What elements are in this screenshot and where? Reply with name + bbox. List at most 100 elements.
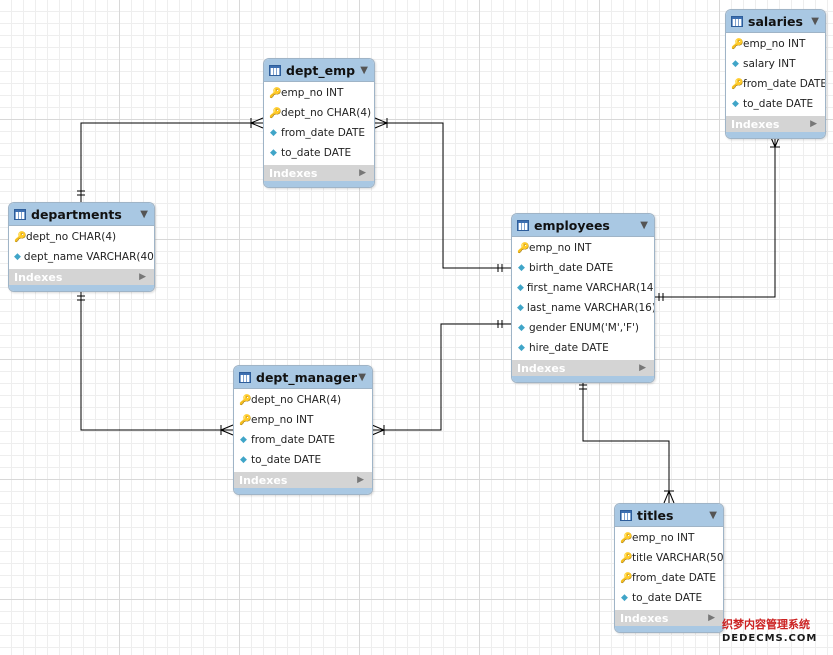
column-row[interactable]: ◆to_date DATE bbox=[726, 94, 825, 114]
key-icon: 🔑 bbox=[517, 242, 530, 254]
table-salaries[interactable]: salaries ▼ 🔑emp_no INT ◆salary INT 🔑from… bbox=[725, 9, 826, 139]
table-footer bbox=[9, 285, 154, 291]
indexes-label: Indexes bbox=[517, 361, 566, 375]
diamond-icon: ◆ bbox=[732, 59, 739, 69]
column-row[interactable]: ◆to_date DATE bbox=[615, 588, 723, 608]
column-row[interactable]: 🔑dept_no CHAR(4) bbox=[234, 390, 372, 410]
table-name: employees bbox=[534, 217, 610, 233]
column-label: from_date DATE bbox=[281, 127, 366, 139]
expand-arrow-icon[interactable]: ▶ bbox=[810, 119, 817, 129]
table-icon bbox=[731, 15, 743, 27]
diamond-icon: ◆ bbox=[270, 148, 277, 158]
column-label: birth_date DATE bbox=[529, 262, 614, 274]
column-row[interactable]: ◆first_name VARCHAR(14) bbox=[512, 278, 654, 298]
column-row[interactable]: 🔑emp_no INT bbox=[234, 410, 372, 430]
table-header[interactable]: salaries ▼ bbox=[726, 10, 825, 33]
column-label: emp_no INT bbox=[281, 87, 344, 99]
indexes-bar[interactable]: Indexes▶ bbox=[615, 610, 723, 626]
table-dept-manager[interactable]: dept_manager ▼ 🔑dept_no CHAR(4) 🔑emp_no … bbox=[233, 365, 373, 495]
expand-arrow-icon[interactable]: ▶ bbox=[359, 168, 366, 178]
table-titles[interactable]: titles ▼ 🔑emp_no INT 🔑title VARCHAR(50) … bbox=[614, 503, 724, 633]
key-icon: 🔑 bbox=[620, 552, 633, 564]
column-row[interactable]: 🔑from_date DATE bbox=[726, 74, 825, 94]
key-icon: 🔑 bbox=[620, 572, 633, 584]
column-row[interactable]: 🔑title VARCHAR(50) bbox=[615, 548, 723, 568]
collapse-arrow-icon[interactable]: ▼ bbox=[358, 371, 366, 383]
expand-arrow-icon[interactable]: ▶ bbox=[357, 475, 364, 485]
column-row[interactable]: 🔑dept_no CHAR(4) bbox=[9, 227, 154, 247]
column-row[interactable]: ◆last_name VARCHAR(16) bbox=[512, 298, 654, 318]
key-icon: 🔑 bbox=[731, 38, 744, 50]
table-icon bbox=[239, 371, 251, 383]
table-icon bbox=[620, 509, 632, 521]
rel-employees-dept-manager bbox=[372, 323, 511, 431]
watermark-line1: 织梦内容管理系统 bbox=[722, 618, 810, 631]
table-header[interactable]: dept_manager ▼ bbox=[234, 366, 372, 389]
table-header[interactable]: departments ▼ bbox=[9, 203, 154, 226]
collapse-arrow-icon[interactable]: ▼ bbox=[360, 64, 368, 76]
column-label: to_date DATE bbox=[251, 454, 322, 466]
column-row[interactable]: ◆from_date DATE bbox=[234, 430, 372, 450]
indexes-bar[interactable]: Indexes ▶ bbox=[512, 360, 654, 376]
column-label: title VARCHAR(50) bbox=[632, 552, 724, 564]
table-icon bbox=[269, 64, 281, 76]
column-label: dept_no CHAR(4) bbox=[281, 107, 372, 119]
column-row[interactable]: ◆ salary INT bbox=[726, 54, 825, 74]
watermark-line2: DEDECMS.COM bbox=[722, 633, 818, 644]
rel-departments-dept-manager bbox=[80, 291, 233, 431]
rel-departments-dept-emp bbox=[80, 122, 263, 203]
table-footer bbox=[234, 488, 372, 494]
column-row[interactable]: ◆hire_date DATE bbox=[512, 338, 654, 358]
column-row[interactable]: ◆ birth_date DATE bbox=[512, 258, 654, 278]
column-row[interactable]: 🔑emp_no INT bbox=[726, 34, 825, 54]
diamond-icon: ◆ bbox=[270, 128, 277, 138]
column-row[interactable]: ◆ from_date DATE bbox=[264, 123, 374, 143]
table-footer bbox=[615, 626, 723, 632]
column-row[interactable]: ◆to_date DATE bbox=[234, 450, 372, 470]
collapse-arrow-icon[interactable]: ▼ bbox=[640, 219, 648, 231]
expand-arrow-icon[interactable]: ▶ bbox=[139, 272, 146, 282]
key-icon: 🔑 bbox=[620, 532, 633, 544]
column-row[interactable]: 🔑emp_no INT bbox=[615, 528, 723, 548]
column-label: first_name VARCHAR(14) bbox=[526, 282, 655, 294]
diamond-icon: ◆ bbox=[518, 263, 525, 273]
column-row[interactable]: ◆dept_name VARCHAR(40) bbox=[9, 247, 154, 267]
column-row[interactable]: ◆gender ENUM('M','F') bbox=[512, 318, 654, 338]
column-label: to_date DATE bbox=[281, 147, 352, 159]
collapse-arrow-icon[interactable]: ▼ bbox=[811, 15, 819, 27]
column-label: to_date DATE bbox=[743, 98, 814, 110]
table-name: titles bbox=[637, 507, 674, 523]
column-row[interactable]: 🔑dept_no CHAR(4) bbox=[264, 103, 374, 123]
column-row[interactable]: 🔑from_date DATE bbox=[615, 568, 723, 588]
indexes-bar[interactable]: Indexes▶ bbox=[264, 165, 374, 181]
table-employees[interactable]: employees ▼ 🔑emp_no INT ◆ birth_date DATE… bbox=[511, 213, 655, 383]
column-row[interactable]: 🔑emp_no INT bbox=[512, 238, 654, 258]
column-row[interactable]: 🔑emp_no INT bbox=[264, 83, 374, 103]
diamond-icon: ◆ bbox=[517, 283, 524, 293]
key-icon: 🔑 bbox=[269, 107, 282, 119]
table-icon bbox=[14, 208, 26, 220]
collapse-arrow-icon[interactable]: ▼ bbox=[140, 208, 148, 220]
column-label: salary INT bbox=[743, 58, 796, 70]
expand-arrow-icon[interactable]: ▶ bbox=[639, 363, 646, 373]
table-header[interactable]: titles ▼ bbox=[615, 504, 723, 527]
table-departments[interactable]: departments ▼ 🔑dept_no CHAR(4) ◆dept_nam… bbox=[8, 202, 155, 292]
column-row[interactable]: ◆ to_date DATE bbox=[264, 143, 374, 163]
indexes-bar[interactable]: Indexes ▶ bbox=[234, 472, 372, 488]
rel-employees-dept-emp bbox=[375, 122, 511, 269]
indexes-label: Indexes bbox=[14, 270, 63, 284]
column-label: from_date DATE bbox=[743, 78, 826, 90]
key-icon: 🔑 bbox=[239, 394, 252, 406]
indexes-bar[interactable]: Indexes▶ bbox=[726, 116, 825, 132]
table-dept-emp[interactable]: dept_emp ▼ 🔑emp_no INT 🔑dept_no CHAR(4) … bbox=[263, 58, 375, 188]
diamond-icon: ◆ bbox=[517, 303, 524, 313]
table-header[interactable]: employees ▼ bbox=[512, 214, 654, 237]
column-label: gender ENUM('M','F') bbox=[529, 322, 639, 334]
indexes-label: Indexes bbox=[239, 473, 288, 487]
expand-arrow-icon[interactable]: ▶ bbox=[708, 613, 715, 623]
diamond-icon: ◆ bbox=[14, 252, 21, 262]
indexes-bar[interactable]: Indexes ▶ bbox=[9, 269, 154, 285]
collapse-arrow-icon[interactable]: ▼ bbox=[709, 509, 717, 521]
table-header[interactable]: dept_emp ▼ bbox=[264, 59, 374, 82]
